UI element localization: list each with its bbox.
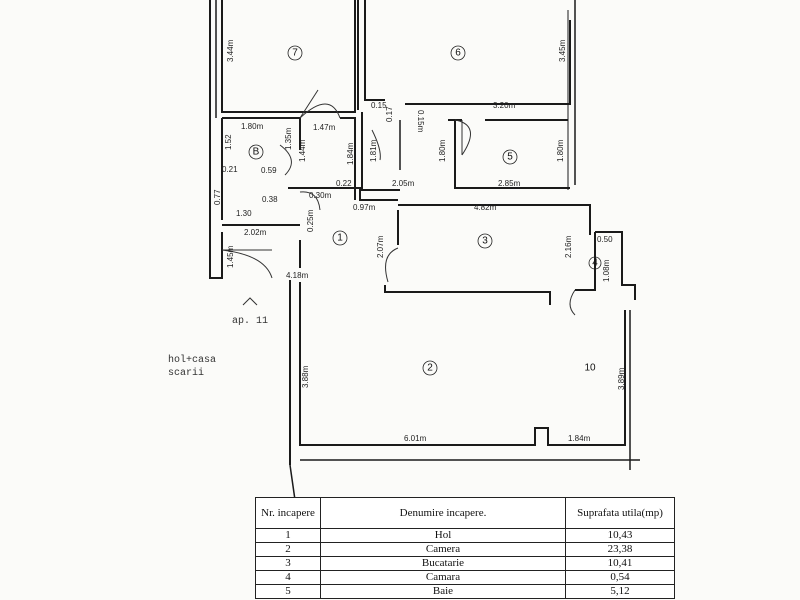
row-name: Camera xyxy=(320,542,566,557)
dim-202: 2.02m xyxy=(244,228,267,237)
table-header-row: Nr. incapere Denumire incapere. Suprafat… xyxy=(255,497,675,529)
table-row: 3 Bucatarie 10,41 xyxy=(255,556,675,571)
dim-108: 1.08m xyxy=(602,259,611,282)
dim-021: 0.21 xyxy=(222,165,238,174)
marker-7: 7 xyxy=(292,48,298,59)
dim-418: 4.18m xyxy=(286,271,309,280)
table-row: 4 Camara 0,54 xyxy=(255,570,675,585)
header-nr: Nr. incapere xyxy=(255,497,321,529)
table-row: 1 Hol 10,43 xyxy=(255,528,675,543)
dim-388: 3.88m xyxy=(301,365,310,388)
dim-180a: 1.80m xyxy=(241,122,264,131)
dim-030: 0.30m xyxy=(309,191,332,200)
dim-038: 0.38 xyxy=(262,195,278,204)
dim-015: 0.15 xyxy=(371,101,387,110)
header-suprafata: Suprafata utila(mp) xyxy=(565,497,675,529)
header-denumire: Denumire incapere. xyxy=(320,497,566,529)
dim-207: 2.07m xyxy=(376,235,385,258)
marker-5: 5 xyxy=(507,152,513,163)
row-area: 10,41 xyxy=(565,556,675,571)
row-name: Baie xyxy=(320,584,566,599)
dim-285: 2.85m xyxy=(498,179,521,188)
apartment-label: ap. 11 xyxy=(232,316,268,327)
dim-097: 0.97m xyxy=(353,203,376,212)
row-no: 5 xyxy=(255,584,321,599)
dim-022: 0.22 xyxy=(336,179,352,188)
dim-345: 3.45m xyxy=(558,39,567,62)
dim-389: 3.89m xyxy=(617,367,626,390)
dim-180c: 1.80m xyxy=(556,139,565,162)
dim-059: 0.59 xyxy=(261,166,277,175)
dim-184b: 1.84m xyxy=(568,434,591,443)
row-area: 10,43 xyxy=(565,528,675,543)
row-name: Camara xyxy=(320,570,566,585)
row-no: 1 xyxy=(255,528,321,543)
row-area: 0,54 xyxy=(565,570,675,585)
dim-135: 1.35m xyxy=(284,127,293,150)
hol-label-line1: hol+casa xyxy=(168,354,216,366)
table-row: 2 Camera 23,38 xyxy=(255,542,675,557)
room-b-label: B xyxy=(253,147,260,158)
dim-205: 2.05m xyxy=(392,179,415,188)
room-area-table: Nr. incapere Denumire incapere. Suprafat… xyxy=(255,497,675,599)
dim-180b: 1.80m xyxy=(438,139,447,162)
row-no: 2 xyxy=(255,542,321,557)
marker-4: 4 xyxy=(592,258,598,269)
dim-130: 1.30 xyxy=(236,209,252,218)
room-markers: 7 6 5 1 3 4 2 10 B xyxy=(248,45,602,376)
row-name: Bucatarie xyxy=(320,556,566,571)
dim-077: 0.77 xyxy=(213,189,222,205)
dim-181: 1.81m xyxy=(369,139,378,162)
dim-144: 1.44m xyxy=(298,139,307,162)
dim-601: 6.01m xyxy=(404,434,427,443)
dimension-labels: 3.44m 3.45m 1.80m 1.47m 0.15 0.17 0.15m … xyxy=(213,39,626,443)
dim-216: 2.16m xyxy=(564,235,573,258)
row-name: Hol xyxy=(320,528,566,543)
dim-482: 4.82m xyxy=(474,203,497,212)
dim-015b: 0.15m xyxy=(416,110,425,133)
marker-10: 10 xyxy=(584,363,596,374)
marker-6: 6 xyxy=(455,48,461,59)
dim-050: 0.50 xyxy=(597,235,613,244)
row-no: 3 xyxy=(255,556,321,571)
dim-145: 1.45m xyxy=(226,245,235,268)
dim-344: 3.44m xyxy=(226,39,235,62)
row-area: 5,12 xyxy=(565,584,675,599)
row-no: 4 xyxy=(255,570,321,585)
dim-025: 0.25m xyxy=(306,209,315,232)
hol-label-line2: scarii xyxy=(168,367,204,379)
dim-184: 1.84m xyxy=(346,142,355,165)
row-area: 23,38 xyxy=(565,542,675,557)
dim-147: 1.47m xyxy=(313,123,336,132)
dim-017: 0.17 xyxy=(385,106,394,122)
table-row: 5 Baie 5,12 xyxy=(255,584,675,599)
marker-3: 3 xyxy=(482,236,488,247)
marker-1: 1 xyxy=(337,233,343,244)
marker-2: 2 xyxy=(427,363,433,374)
dim-320: 3.20m xyxy=(493,101,516,110)
dim-152: 1.52 xyxy=(224,134,233,150)
